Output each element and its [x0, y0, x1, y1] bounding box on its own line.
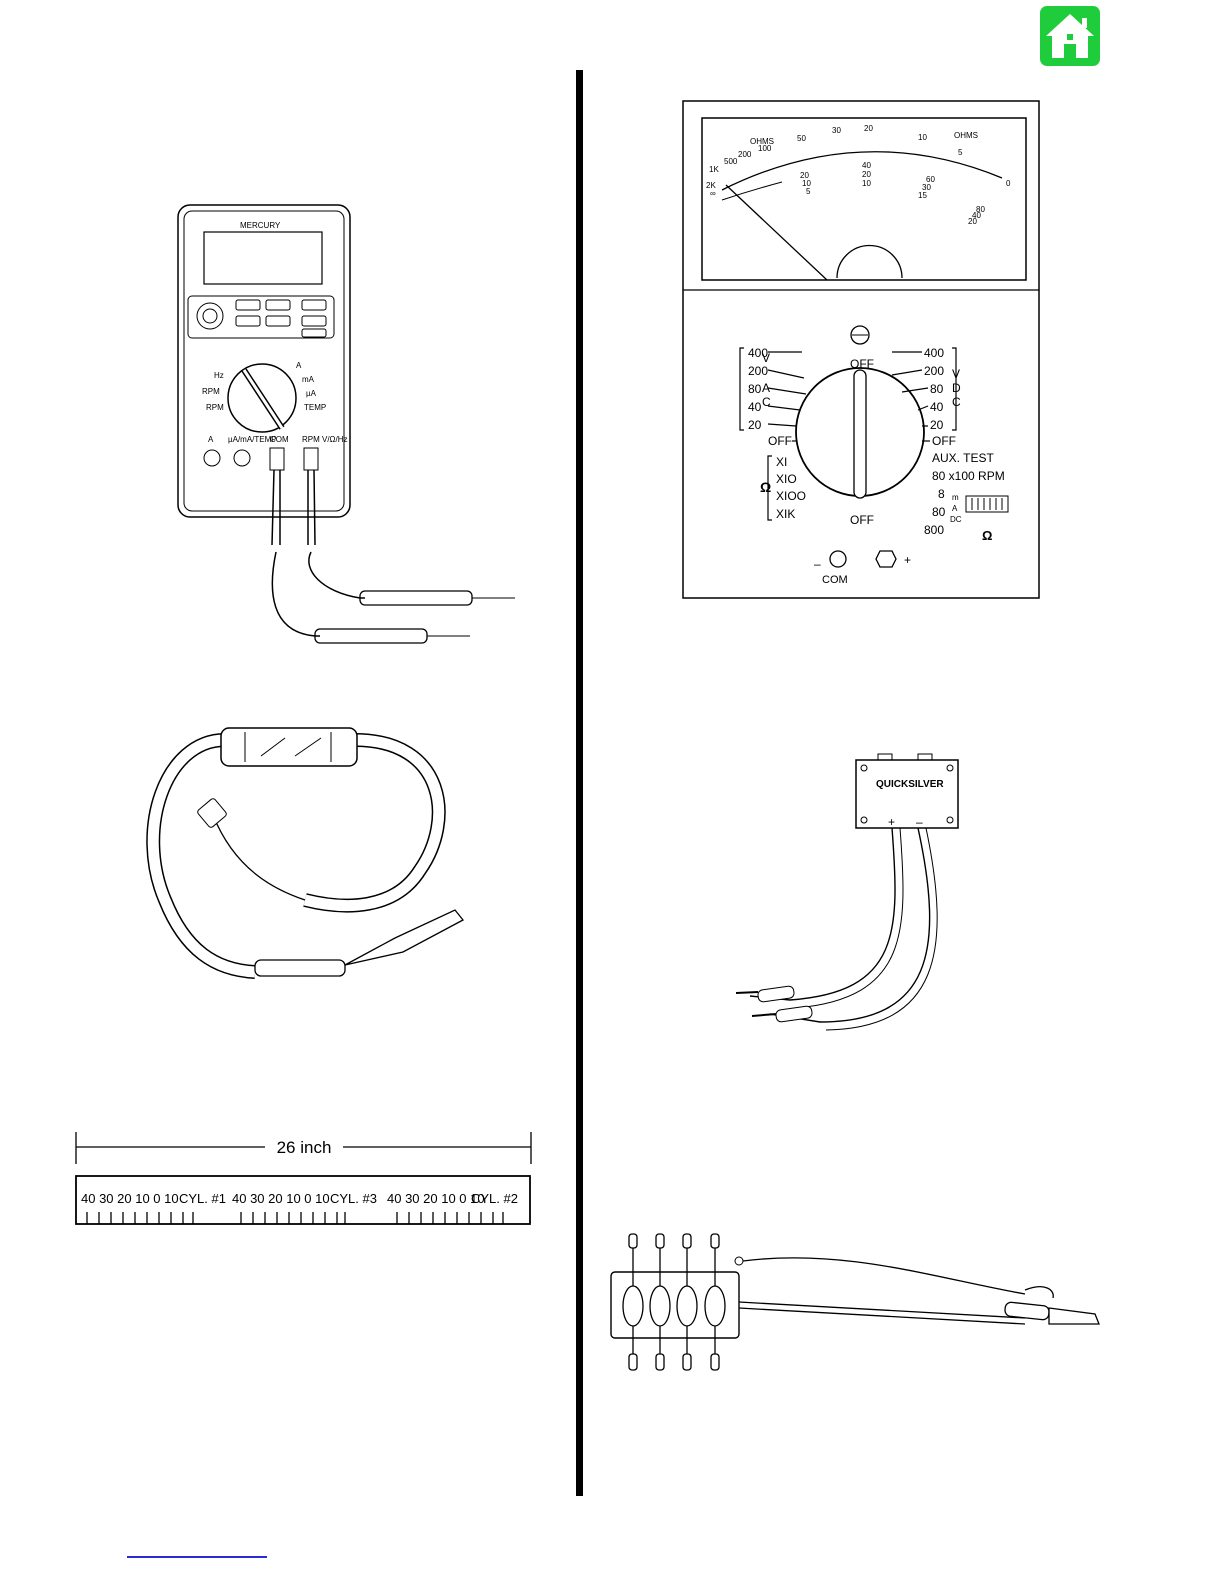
- vdc-400: 400: [924, 346, 944, 360]
- dva-plus-label: +: [888, 815, 895, 829]
- analog-multimeter-illustration: 1K 500 200 100 50 30 20 10 5 0 OHMS OHMS…: [682, 100, 1040, 599]
- dmm-jack-a: A: [208, 435, 214, 444]
- com-label: COM: [822, 574, 848, 586]
- timing-tape-drawing: 26 inch 40 30 20 10 0 10 CYL. #1 40 30 2…: [75, 1132, 532, 1225]
- vdc-200: 200: [924, 364, 944, 378]
- vdc-20: 20: [930, 418, 944, 432]
- tape-scale-1: 40 30 20 10 0 10: [81, 1191, 179, 1206]
- ohm-x1: XI: [776, 455, 787, 469]
- scale-mid-5: 5: [806, 187, 811, 196]
- dmm-brand: MERCURY: [240, 221, 281, 230]
- scale-center-40: 40: [862, 161, 871, 170]
- timing-tape: 26 inch 40 30 20 10 0 10 CYL. #1 40 30 2…: [75, 1128, 533, 1228]
- scale-right-60: 60: [926, 175, 935, 184]
- scale-ohms-left: OHMS: [750, 137, 774, 146]
- ma-8: 8: [938, 487, 945, 501]
- vac-200: 200: [748, 364, 768, 378]
- vac-20: 20: [748, 418, 762, 432]
- dial-off-top: OFF: [850, 357, 874, 371]
- ma-label-a: A: [952, 504, 958, 513]
- footer-link[interactable]: [127, 1556, 267, 1558]
- tape-scale-2: 40 30 20 10 0 10: [387, 1191, 485, 1206]
- scale-10: 10: [918, 133, 927, 142]
- battery-ohm-symbol: Ω: [982, 528, 992, 543]
- ohm-x1k: XIK: [776, 507, 795, 521]
- tape-cyl-2-label: CYL. #2: [471, 1191, 518, 1206]
- dmm-ua-label: µA: [306, 389, 317, 398]
- ohm-x10: XIO: [776, 472, 797, 486]
- scale-2k: 2K: [706, 181, 716, 190]
- vdc-80: 80: [930, 382, 944, 396]
- dmm-a-label: A: [296, 361, 302, 370]
- scale-infinity: ∞: [710, 189, 716, 198]
- dmm-jack-v: RPM V/Ω/Hz: [302, 435, 348, 444]
- plus-terminal-label: +: [904, 553, 911, 567]
- rpm-label: 80 x100 RPM: [932, 469, 1005, 483]
- tape-cyl-1-label: CYL. #1: [179, 1191, 226, 1206]
- scale-tail-20: 20: [968, 217, 977, 226]
- scale-100: 100: [758, 144, 772, 153]
- vac-40: 40: [748, 400, 762, 414]
- dial-off-bottom: OFF: [850, 513, 874, 527]
- scale-ohms-right: OHMS: [954, 131, 978, 140]
- ma-label-dc: DC: [950, 515, 962, 524]
- right-off: OFF: [932, 434, 956, 448]
- scale-1k: 1K: [709, 165, 719, 174]
- vac-label-v: V: [762, 351, 770, 365]
- spark-gap-tester-illustration: [610, 1233, 1100, 1371]
- dmm-temp-label: TEMP: [304, 403, 326, 412]
- scale-5: 5: [958, 148, 963, 157]
- scale-tail-40: 40: [972, 211, 981, 220]
- inductive-pickup-illustration: [146, 727, 464, 979]
- ma-80: 80: [932, 505, 946, 519]
- scale-right-30: 30: [922, 183, 931, 192]
- left-off: OFF: [768, 434, 792, 448]
- home-icon: [1046, 14, 1094, 58]
- dva-brand-label: QUICKSILVER: [876, 779, 944, 790]
- ma-800: 800: [924, 523, 944, 537]
- scale-30: 30: [832, 126, 841, 135]
- vac-label-a: A: [762, 381, 770, 395]
- scale-500: 500: [724, 157, 738, 166]
- tape-cyl-3-label: CYL. #3: [330, 1191, 377, 1206]
- com-minus: –: [814, 557, 821, 571]
- ma-label-m: m: [952, 493, 959, 502]
- ohm-x100: XIOO: [776, 489, 806, 503]
- scale-mid-20: 20: [800, 171, 809, 180]
- dmm-hz-label: Hz: [214, 371, 224, 380]
- scale-20: 20: [864, 124, 873, 133]
- scale-mid-10: 10: [802, 179, 811, 188]
- scale-50: 50: [797, 134, 806, 143]
- vac-label-c: C: [762, 395, 771, 409]
- scale-tail-80: 80: [976, 205, 985, 214]
- dmm-rpm-label-1: RPM: [202, 387, 220, 396]
- dmm-ma-label: mA: [302, 375, 315, 384]
- scale-right-15: 15: [918, 191, 927, 200]
- tape-dimension-label: 26 inch: [277, 1138, 332, 1157]
- scale-0: 0: [1006, 179, 1011, 188]
- vac-80: 80: [748, 382, 762, 396]
- page-divider: [576, 70, 583, 1496]
- aux-test-label: AUX. TEST: [932, 451, 994, 465]
- digital-multimeter-illustration: MERCURY Hz RPM RPM A mA µA TEMP A µA/mA/…: [177, 204, 515, 644]
- dmm-jack-com: COM: [270, 435, 289, 444]
- vdc-40: 40: [930, 400, 944, 414]
- dmm-jack-ma: µA/mA/TEMP: [228, 435, 277, 444]
- tape-scale-3: 40 30 20 10 0 10: [232, 1191, 330, 1206]
- ohm-symbol: Ω: [760, 479, 771, 495]
- scale-200: 200: [738, 150, 752, 159]
- scale-center-10: 10: [862, 179, 871, 188]
- scale-center-20: 20: [862, 170, 871, 179]
- dmm-rpm-label-2: RPM: [206, 403, 224, 412]
- home-button[interactable]: [1040, 6, 1100, 66]
- vac-400: 400: [748, 346, 768, 360]
- dva-adapter-illustration: QUICKSILVER + –: [735, 753, 959, 1031]
- dva-minus-label: –: [916, 815, 923, 829]
